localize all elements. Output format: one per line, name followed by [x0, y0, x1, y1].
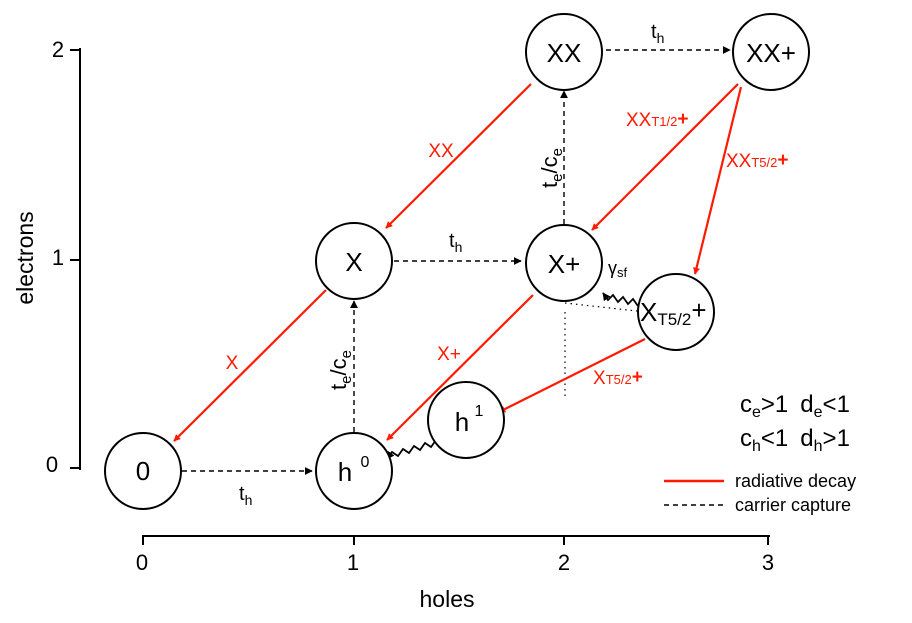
- state-circle: [427, 381, 505, 459]
- label-th-bottom: th: [239, 483, 252, 508]
- state-circle: [315, 222, 393, 300]
- legend-label-radiative: radiative decay: [735, 471, 856, 491]
- x-tick-label: 3: [762, 550, 774, 575]
- state-circle: [732, 13, 810, 91]
- radiative-arrows: [173, 83, 743, 442]
- state-h1: h 1: [427, 381, 505, 459]
- state-circle: [525, 224, 603, 302]
- state-label-sup: 0: [361, 454, 370, 471]
- label-decay-XX: XX: [428, 141, 454, 162]
- y-tick-label: 0: [46, 452, 58, 477]
- label-decay-Xplus: X+: [437, 344, 461, 365]
- decay-Xplus: [386, 294, 534, 441]
- label-th-middle: th: [449, 230, 462, 255]
- label-te-ce-lower: te/ce: [326, 350, 355, 390]
- state-h0: h 0: [315, 432, 393, 510]
- state-label: X+: [548, 249, 581, 279]
- state-label: h: [338, 457, 352, 487]
- state-label: X: [345, 247, 362, 277]
- state-X: X: [315, 222, 393, 300]
- decay-X: [173, 289, 327, 442]
- y-tick-label: 1: [52, 245, 64, 270]
- x-axis: 0 1 2 3 holes: [136, 535, 774, 612]
- label-te-ce-upper: te/ce: [537, 148, 566, 188]
- state-label: h: [455, 407, 469, 437]
- decay-XX-T12: [591, 83, 739, 231]
- state-circle: [315, 432, 393, 510]
- label-gamma-sf: γsf: [608, 258, 628, 280]
- state-XX: XX: [525, 13, 603, 91]
- state-label: XX: [547, 38, 582, 68]
- label-decay-X-T52: XT5/2+: [593, 367, 643, 389]
- guide-line: [564, 302, 638, 312]
- capture-arrows: [182, 46, 731, 475]
- state-XT52plus: XT5/2+: [637, 273, 715, 351]
- label-decay-X: X: [226, 353, 239, 374]
- spin-flip-arrow: [602, 292, 639, 307]
- state-circle: [104, 432, 182, 510]
- hole-relaxation-arrow: [386, 439, 437, 460]
- label-th-top: th: [651, 21, 664, 46]
- y-axis-title: electrons: [12, 211, 38, 304]
- decay-XX: [385, 83, 532, 229]
- state-label-sup: 1: [475, 403, 484, 420]
- label-decay-XX-T12: XXT1/2+: [626, 109, 688, 131]
- label-decay-XX-T52: XXT5/2+: [726, 150, 788, 172]
- state-Xplus: X+: [525, 224, 603, 302]
- legend-label-capture: carrier capture: [735, 495, 851, 515]
- legend: radiative decay carrier capture: [664, 471, 856, 515]
- x-tick-label: 0: [136, 550, 148, 575]
- x-tick-label: 1: [347, 550, 359, 575]
- x-tick-label: 2: [558, 550, 570, 575]
- state-XXplus: XX+: [732, 13, 810, 91]
- state-label: XT5/2+: [640, 295, 707, 329]
- decay-X-T52: [498, 338, 646, 413]
- state-circle: [525, 13, 603, 91]
- state-0: 0: [104, 432, 182, 510]
- y-axis: 0 1 2 electrons: [12, 37, 81, 477]
- state-label: 0: [136, 456, 150, 486]
- x-axis-title: holes: [420, 586, 475, 612]
- decay-XX-T52: [693, 86, 743, 275]
- y-tick-label: 2: [52, 37, 64, 62]
- state-circle: [637, 273, 715, 351]
- state-label: XX+: [746, 38, 796, 68]
